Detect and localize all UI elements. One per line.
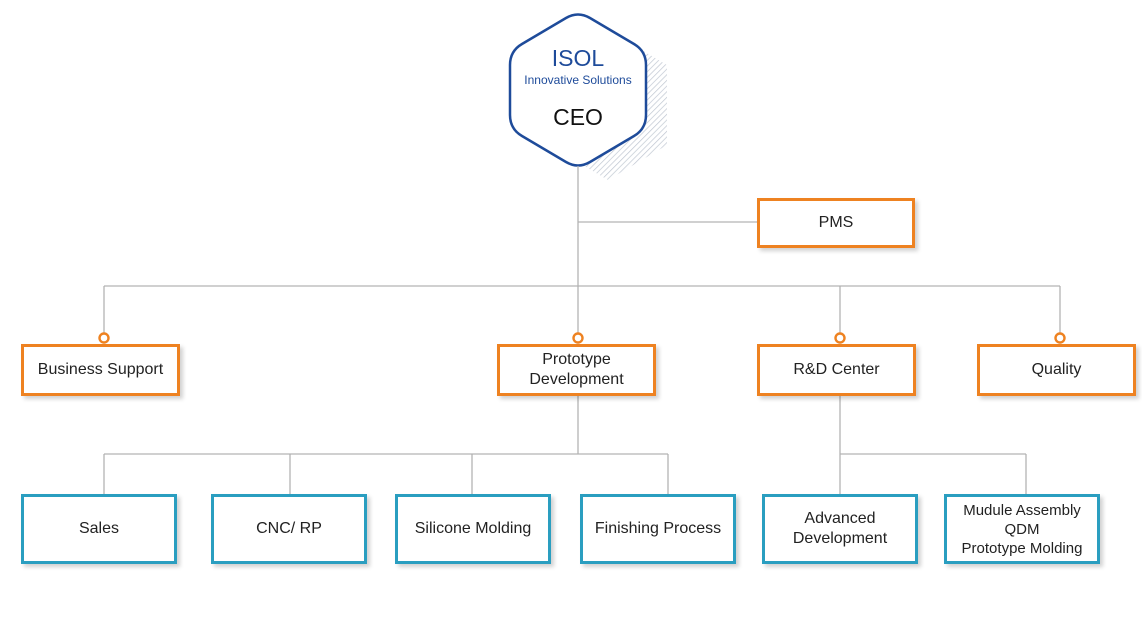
node-quality-label: Quality bbox=[1031, 361, 1082, 378]
node-prototype-development: Prototype Development bbox=[497, 344, 656, 396]
node-pms: PMS bbox=[757, 198, 915, 248]
node-sales: Sales bbox=[21, 494, 177, 564]
node-business-support: Business Support bbox=[21, 344, 180, 396]
node-sales-label: Sales bbox=[78, 520, 120, 537]
node-module-assembly: Mudule Assembly QDM Prototype Molding bbox=[944, 494, 1100, 564]
node-business-support-label: Business Support bbox=[37, 361, 164, 378]
node-rd-center: R&D Center bbox=[757, 344, 916, 396]
junction-dot-prototype-development bbox=[572, 332, 584, 344]
node-cnc-rp: CNC/ RP bbox=[211, 494, 367, 564]
node-silicone-molding: Silicone Molding bbox=[395, 494, 551, 564]
node-pms-label: PMS bbox=[818, 214, 854, 231]
node-prototype-development-label: Prototype Development bbox=[529, 351, 624, 388]
node-quality: Quality bbox=[977, 344, 1136, 396]
node-advanced-development-label: Advanced Development bbox=[792, 510, 888, 547]
node-rd-center-label: R&D Center bbox=[793, 361, 880, 378]
node-silicone-molding-label: Silicone Molding bbox=[414, 520, 532, 537]
ceo-tagline: Innovative Solutions bbox=[524, 73, 632, 87]
node-module-assembly-label: Mudule Assembly QDM Prototype Molding bbox=[961, 501, 1083, 557]
node-finishing-process-label: Finishing Process bbox=[594, 520, 722, 537]
junction-dot-business-support bbox=[98, 332, 110, 344]
ceo-title: CEO bbox=[553, 104, 603, 130]
node-cnc-rp-label: CNC/ RP bbox=[256, 520, 322, 537]
node-finishing-process: Finishing Process bbox=[580, 494, 736, 564]
junction-dot-quality bbox=[1054, 332, 1066, 344]
ceo-hexagon bbox=[508, 13, 648, 167]
junction-dot-rd-center bbox=[834, 332, 846, 344]
node-advanced-development: Advanced Development bbox=[762, 494, 918, 564]
ceo-company-name: ISOL bbox=[551, 45, 605, 71]
